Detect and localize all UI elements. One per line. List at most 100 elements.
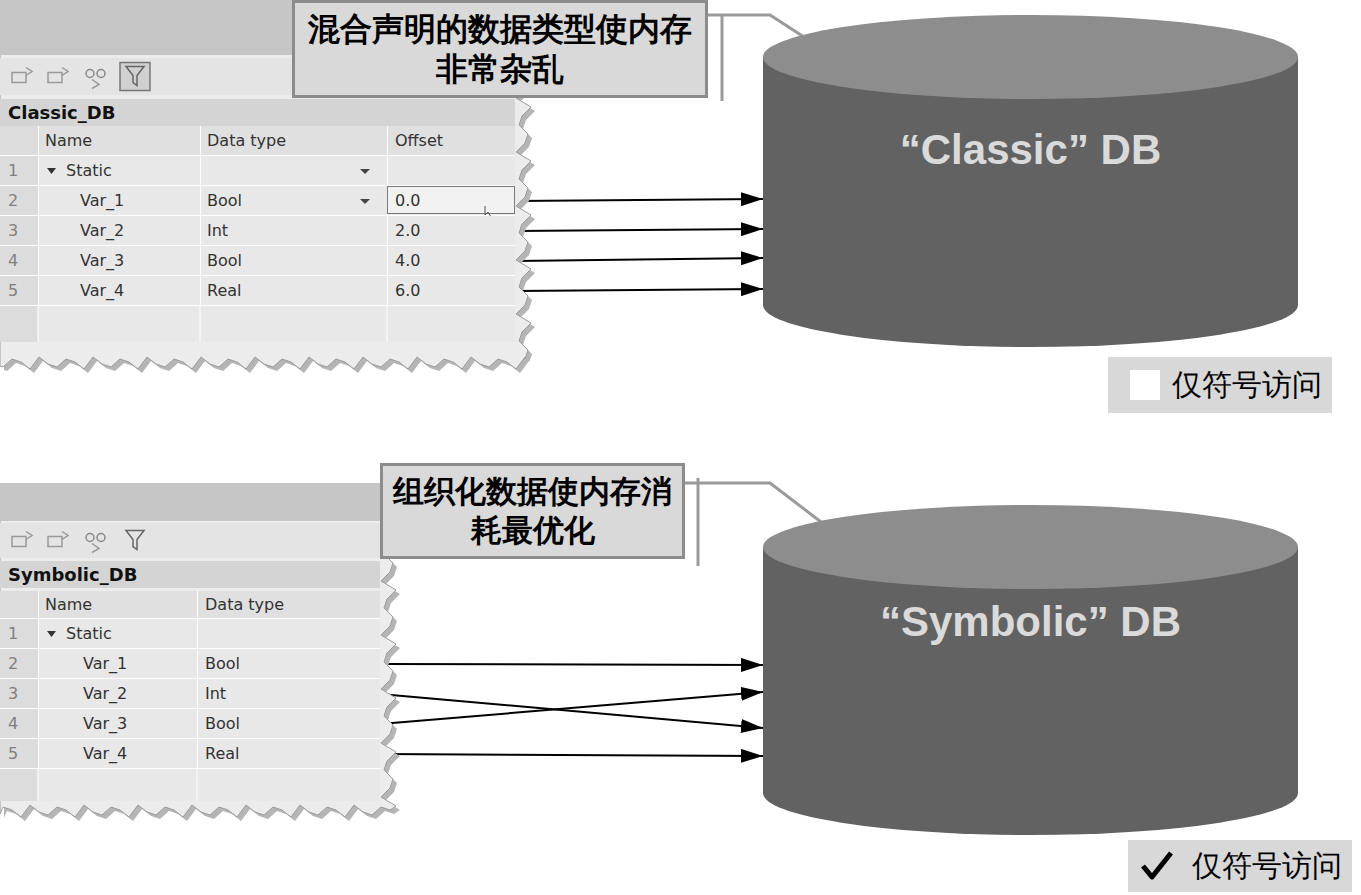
cylinder-body <box>763 547 1298 835</box>
table-row: 5Var_4Real6.0 <box>0 276 515 306</box>
table-row: 2Var_1Bool <box>0 649 380 679</box>
dropdown-arrow <box>360 169 370 174</box>
database-cylinder: “Classic” DB <box>763 15 1298 347</box>
table-row: 3Var_2Int2.0 <box>0 216 515 246</box>
cylinder-body <box>763 57 1298 347</box>
callout-bracket <box>697 478 700 566</box>
table-cell: 6.0 <box>395 276 420 306</box>
callout-text: 组织化数据使内存消耗最优化 <box>393 473 672 548</box>
row-number: 2 <box>8 649 18 679</box>
table-cell: Bool <box>207 186 242 216</box>
column-header: Data type <box>205 591 284 619</box>
expand-triangle <box>47 168 56 174</box>
grid-line <box>200 246 201 276</box>
toolbar-button <box>120 63 150 91</box>
table-cell: 4.0 <box>395 246 420 276</box>
column-header: Name <box>45 591 92 619</box>
toolbar-icon <box>97 70 105 78</box>
leader-line <box>685 483 825 525</box>
toolbar-icon <box>92 80 99 89</box>
toolbar-icon <box>48 73 62 83</box>
table-cell: Int <box>205 679 226 709</box>
row-number: 3 <box>8 216 18 246</box>
row-number-cell <box>0 709 38 738</box>
table-cell: Bool <box>205 709 240 739</box>
toolbar-icon <box>12 73 26 83</box>
empty-row <box>0 306 515 342</box>
grid-line <box>38 306 39 342</box>
table-cell: Var_2 <box>80 216 124 246</box>
table-cell: Var_4 <box>83 739 127 769</box>
grid-line <box>38 186 39 216</box>
toolbar-icon <box>62 532 68 540</box>
toolbar-icon <box>92 544 99 553</box>
empty-row <box>0 306 38 342</box>
table-cell: Var_1 <box>83 649 127 679</box>
table-row: 5Var_4Real <box>0 739 380 769</box>
connector-arrow <box>515 229 763 231</box>
checkbox-label: 仅符号访问 <box>1172 365 1322 406</box>
checkbox-option: 仅符号访问 <box>1108 357 1332 413</box>
grid-line <box>387 156 388 186</box>
cylinder-shape <box>763 15 1298 347</box>
grid-line <box>38 649 39 679</box>
cylinder-label: “Symbolic” DB <box>763 597 1298 647</box>
table-cell: Static <box>66 156 112 186</box>
grid-line <box>200 216 201 246</box>
table-row: 4Var_3Bool4.0 <box>0 246 515 276</box>
column-header: Offset <box>395 126 443 156</box>
grid-line <box>200 186 201 216</box>
toolbar-icon <box>26 68 32 76</box>
row-number-cell <box>0 246 38 275</box>
grid-line <box>38 216 39 246</box>
dropdown-arrow <box>360 199 370 204</box>
checkmark <box>1140 849 1174 883</box>
row-number-cell <box>0 679 38 708</box>
row-number-cell <box>0 186 38 215</box>
table-cell: Var_1 <box>80 186 124 216</box>
row-number-cell <box>0 739 38 768</box>
torn-edge-panel <box>0 483 400 817</box>
grid-line <box>197 769 198 801</box>
grid-line <box>38 619 39 649</box>
connector-arrow <box>380 694 763 728</box>
grid-line <box>387 246 388 276</box>
callout-box: 混合声明的数据类型使内存非常杂乱 <box>292 0 708 98</box>
row-number: 1 <box>8 156 18 186</box>
connector-arrow <box>380 692 763 724</box>
filter-icon <box>126 67 144 86</box>
grid-line <box>38 156 39 186</box>
column-header: Data type <box>207 126 286 156</box>
checkbox-square <box>1130 370 1160 400</box>
grid-line <box>38 739 39 769</box>
checkbox-option: 仅符号访问 <box>1128 840 1352 892</box>
title-bar <box>0 483 400 521</box>
torn-edge-panel <box>0 0 535 369</box>
row-number-cell <box>0 619 38 648</box>
toolbar <box>0 58 515 95</box>
grid-line <box>38 246 39 276</box>
grid-line <box>197 739 198 769</box>
row-number: 1 <box>8 619 18 649</box>
connector-arrow <box>515 289 763 291</box>
row-number: 5 <box>8 739 18 769</box>
connector-arrow <box>515 199 763 201</box>
toolbar-icon <box>86 70 94 78</box>
checkbox-label: 仅符号访问 <box>1192 846 1342 887</box>
row-icons <box>0 186 515 216</box>
table-row: 3Var_2Int <box>0 679 380 709</box>
table-cell: Var_4 <box>80 276 124 306</box>
row-number-cell <box>0 216 38 245</box>
row-number: 5 <box>8 276 18 306</box>
row-number: 4 <box>8 246 18 276</box>
grid-line <box>197 649 198 679</box>
toolbar-icon <box>12 537 26 547</box>
grid-line <box>387 126 388 156</box>
column-header: Name <box>45 126 92 156</box>
toolbar-icon <box>97 534 105 542</box>
row-number-cell <box>0 591 38 618</box>
db-table-panel: Symbolic_DBNameData type1Static2Var_1Boo… <box>0 483 400 820</box>
database-cylinder: “Symbolic” DB <box>763 505 1298 835</box>
grid-line <box>38 709 39 739</box>
table-cell: 2.0 <box>395 216 420 246</box>
